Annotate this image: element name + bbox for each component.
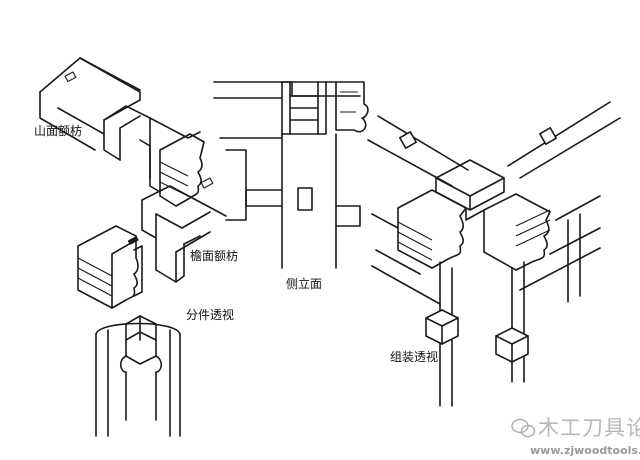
assembled-view-drawing [367,101,621,407]
watermark-brand: 木工刀具论坛 [538,416,640,440]
label-eave-architrave: 檐面额枋 [190,249,239,263]
gable-architrave-drawing [39,57,214,207]
label-side-elevation: 侧立面 [286,277,323,291]
watermark-url: www.zjwoodtools.cn [530,444,640,457]
wechat-icon [511,418,536,438]
label-assembled-view: 组装透视 [390,350,439,364]
side-elevation-drawing [213,81,369,269]
label-exploded-view: 分件透视 [186,308,235,322]
label-gable-architrave: 山面额枋 [34,124,83,138]
column-top-drawing [95,315,181,437]
eave-architrave-drawing [77,185,227,309]
